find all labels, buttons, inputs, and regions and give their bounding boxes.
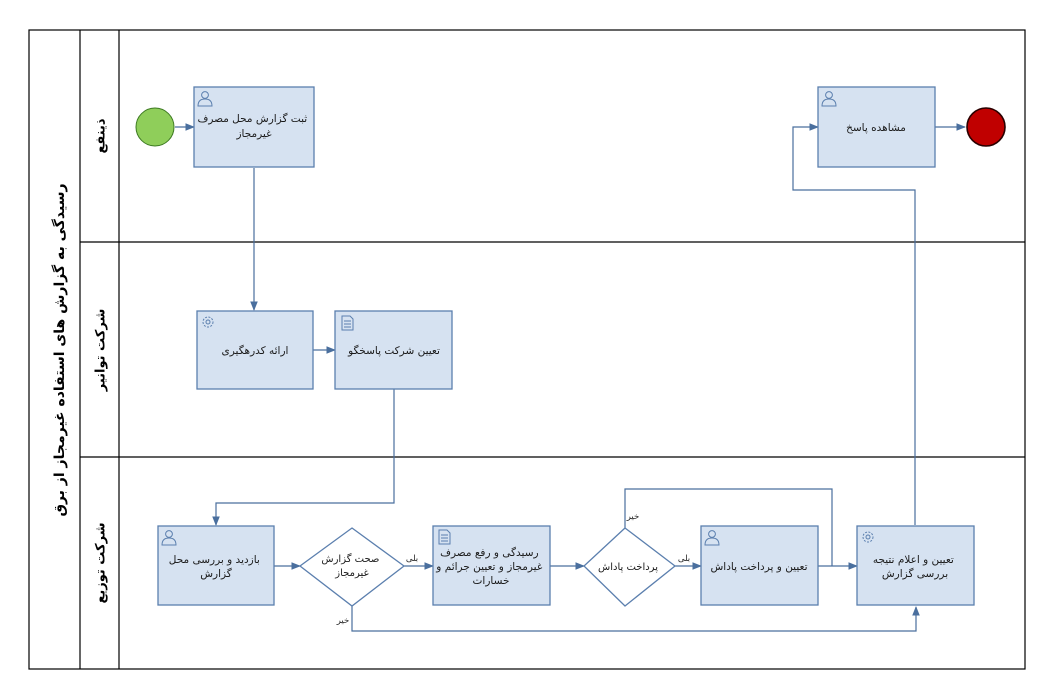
gear-icon <box>202 316 214 328</box>
task-visit-location-line-2: گزارش <box>200 567 232 580</box>
pool-border <box>28 29 1026 670</box>
task-handle-illegal-line-3: خسارات <box>473 575 510 587</box>
flow-valid-no <box>351 606 920 632</box>
svg-text:تعیین و پرداخت پاداش: تعیین و پرداخت پاداش <box>710 561 807 573</box>
flow-result-to-view <box>792 123 916 525</box>
gear-icon <box>862 531 874 543</box>
task-determine-reward-label: تعیین و پرداخت پاداش <box>710 561 807 573</box>
task-assign-company[interactable]: تعیین شرکت پاسخگو <box>334 310 453 390</box>
task-register-report[interactable]: ثبت گزارش محل مصرف غیرمجاز <box>193 86 315 168</box>
svg-text:مشاهده پاسخ: مشاهده پاسخ <box>846 122 906 134</box>
task-view-response[interactable]: مشاهده پاسخ <box>817 86 936 168</box>
svg-text:بازدید و بررسی محل گزارش: بازدید و بررسی محل گزارش <box>169 554 263 580</box>
user-icon <box>821 91 837 107</box>
end-event[interactable] <box>966 107 1006 147</box>
gateway-pay-reward[interactable]: پرداخت پاداش <box>583 527 677 607</box>
task-register-report-line-1: ثبت گزارش محل مصرف <box>197 112 307 125</box>
task-announce-result-line-2: بررسی گزارش <box>882 567 948 580</box>
lane-title-distribution: شرکت توزیع <box>94 523 109 604</box>
svg-text:تعیین شرکت پاسخگو: تعیین شرکت پاسخگو <box>347 344 440 357</box>
lane-title-tavanir: شرکت توانیر <box>94 309 109 392</box>
gateway-report-valid-line-1: صحت گزارش <box>321 553 379 565</box>
svg-text:رسیدگی و رفع مصرف غیرمجا: رسیدگی و رفع مصرف غیرمجاز و تعیین جرائم … <box>435 546 545 587</box>
svg-text:صحت گزارش غیرمجاز: صحت گزارش غیرمجاز <box>321 553 382 579</box>
task-provide-tracking-label: ارائه کدرهگیری <box>222 344 289 357</box>
task-provide-tracking[interactable]: ارائه کدرهگیری <box>196 310 314 390</box>
gateway-pay-reward-label: پرداخت پاداش <box>598 562 658 573</box>
svg-text:ثبت گزارش محل مصرف غیرمج: ثبت گزارش محل مصرف غیرمجاز <box>197 112 310 140</box>
start-event[interactable] <box>135 107 175 147</box>
task-handle-illegal-line-2: غیرمجاز و تعیین جرائم و <box>435 561 543 573</box>
flow-reward-no <box>624 488 833 566</box>
pool-title: رسیدگی به گزارش های استفاده غیرمجاز از ب… <box>51 183 68 516</box>
task-visit-location-line-1: بازدید و بررسی محل <box>169 554 260 566</box>
user-icon <box>161 530 177 546</box>
task-view-response-label: مشاهده پاسخ <box>846 122 906 134</box>
document-icon <box>438 529 451 545</box>
svg-text:پرداخت پاداش: پرداخت پاداش <box>598 562 658 573</box>
flow-label-valid-yes: بلی <box>406 554 418 564</box>
task-handle-illegal-line-1: رسیدگی و رفع مصرف <box>440 546 538 559</box>
task-announce-result-line-1: تعیین و اعلام نتیجه <box>873 554 954 566</box>
flow-assign-to-visit <box>212 389 395 526</box>
document-icon <box>341 315 354 331</box>
flow-label-reward-no: خیر <box>626 512 640 522</box>
gateway-report-valid-line-2: غیرمجاز <box>334 568 368 579</box>
svg-text:تعیین و اعلام نتیجه بررس: تعیین و اعلام نتیجه بررسی گزارش <box>873 554 957 580</box>
task-visit-location[interactable]: بازدید و بررسی محل گزارش <box>157 525 275 606</box>
user-icon <box>704 530 720 546</box>
task-determine-reward[interactable]: تعیین و پرداخت پاداش <box>700 525 819 606</box>
lane-title-beneficiary: ذینفع <box>94 118 109 153</box>
svg-text:ارائه کدرهگیری: ارائه کدرهگیری <box>222 344 289 357</box>
task-handle-illegal[interactable]: رسیدگی و رفع مصرف غیرمجاز و تعیین جرائم … <box>432 525 551 606</box>
flow-label-reward-yes: بلی <box>678 554 690 564</box>
gateway-report-valid[interactable]: صحت گزارش غیرمجاز <box>298 527 406 607</box>
user-icon <box>197 91 213 107</box>
task-register-report-line-2: غیرمجاز <box>235 128 272 140</box>
task-announce-result[interactable]: تعیین و اعلام نتیجه بررسی گزارش <box>856 525 975 606</box>
task-assign-company-label: تعیین شرکت پاسخگو <box>347 344 440 357</box>
flow-label-valid-no: خیر <box>336 616 350 626</box>
